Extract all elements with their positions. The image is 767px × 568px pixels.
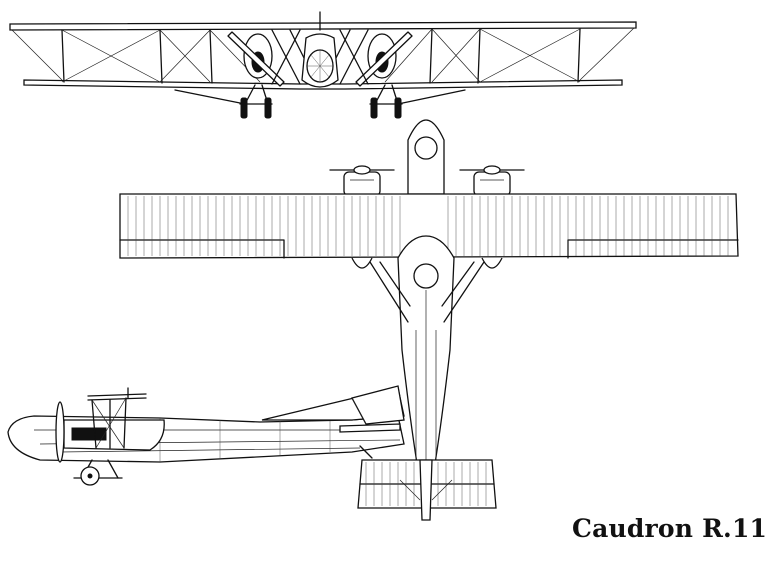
aircraft-title: Caudron R.11 xyxy=(572,514,767,543)
side-view xyxy=(7,385,405,486)
wing-ribs xyxy=(127,196,729,256)
front-view xyxy=(9,11,637,119)
three-view-drawing xyxy=(7,11,739,521)
top-view xyxy=(119,119,739,521)
